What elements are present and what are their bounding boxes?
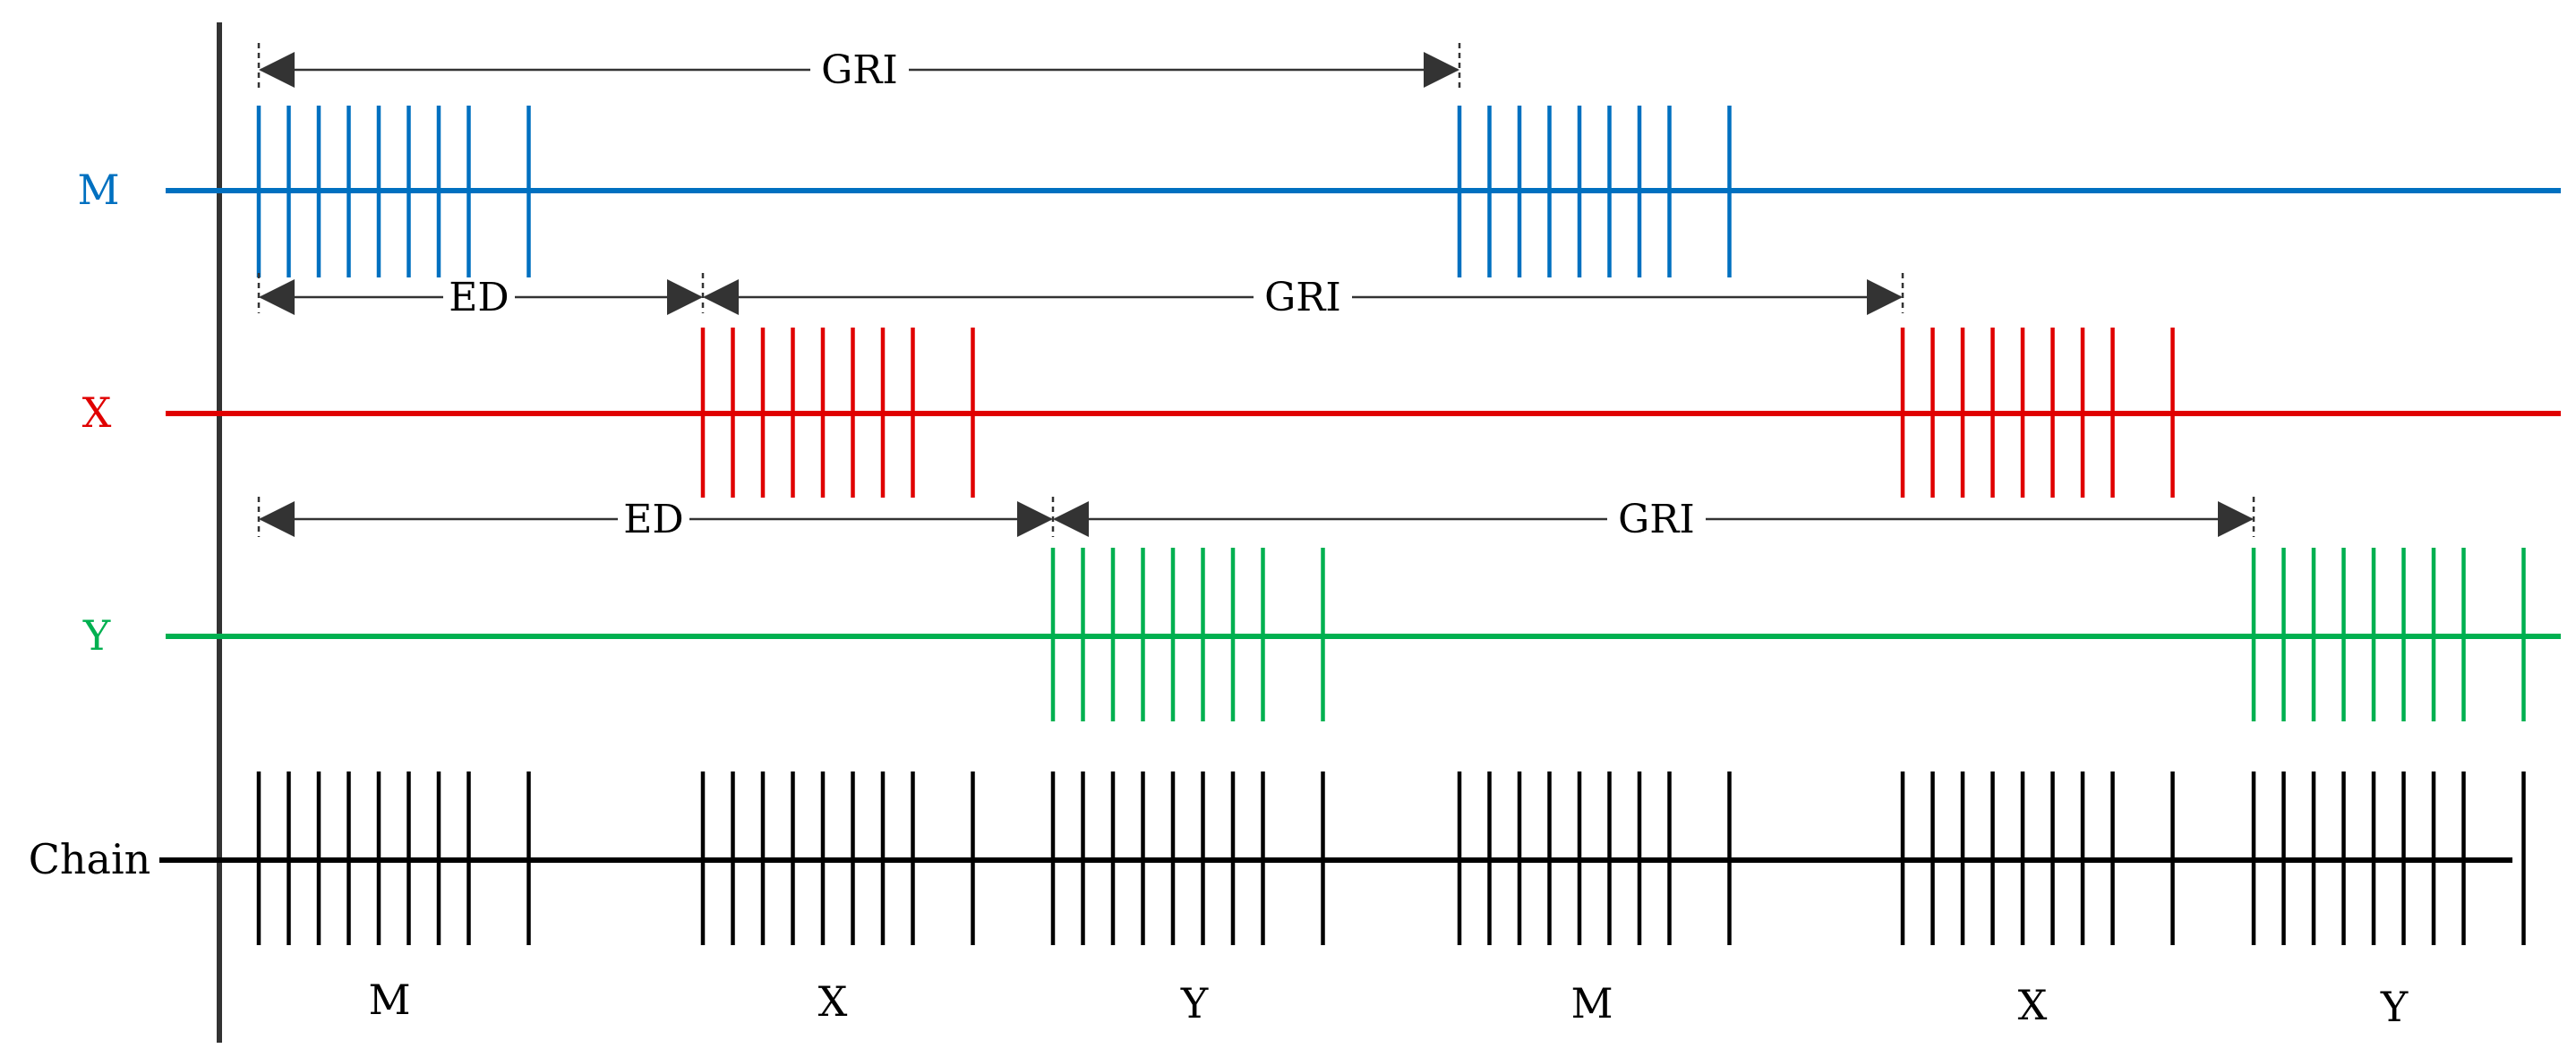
x-ed-label: ED (449, 275, 509, 320)
y-gri-label: GRI (1618, 497, 1695, 542)
pulse-group-m-2 (1457, 106, 1732, 277)
m-gri-label: GRI (821, 47, 898, 93)
row-label-x: X (82, 388, 112, 437)
row-label-y: Y (82, 611, 111, 660)
row-label-chain: Chain (29, 835, 151, 883)
x-gri-label: GRI (1264, 275, 1341, 320)
pulse-group-chain-2 (700, 771, 975, 945)
row-label-m: M (77, 166, 119, 214)
pulse-group-m-1 (256, 106, 531, 277)
chain-label-m-1: M (368, 976, 410, 1024)
y-ed-label: ED (623, 497, 683, 542)
pulse-group-x-1 (700, 328, 975, 498)
pulse-group-chain-1 (256, 771, 531, 945)
chain-label-m-2: M (1570, 979, 1613, 1027)
m-gri-label-bg (810, 52, 909, 88)
pulse-group-y-2 (2251, 548, 2526, 721)
pulse-group-chain-4 (1457, 771, 1732, 945)
pulse-group-chain-3 (1050, 771, 1325, 945)
chain-label-y-1: Y (1180, 979, 1209, 1027)
y-gri-label-bg (1607, 501, 1706, 537)
x-gri-label-bg (1254, 279, 1352, 315)
y-ed-label-bg (618, 501, 689, 537)
pulse-group-x-2 (1900, 328, 2175, 498)
chain-label-y-2: Y (2380, 983, 2409, 1031)
x-ed-label-bg (443, 279, 515, 315)
pulse-group-y-1 (1050, 548, 1325, 721)
pulse-group-chain-6 (2251, 771, 2526, 945)
chain-label-x-2: X (2018, 981, 2048, 1029)
chain-label-x-1: X (818, 977, 848, 1026)
pulse-groups (256, 106, 2526, 945)
pulse-group-chain-5 (1900, 771, 2175, 945)
